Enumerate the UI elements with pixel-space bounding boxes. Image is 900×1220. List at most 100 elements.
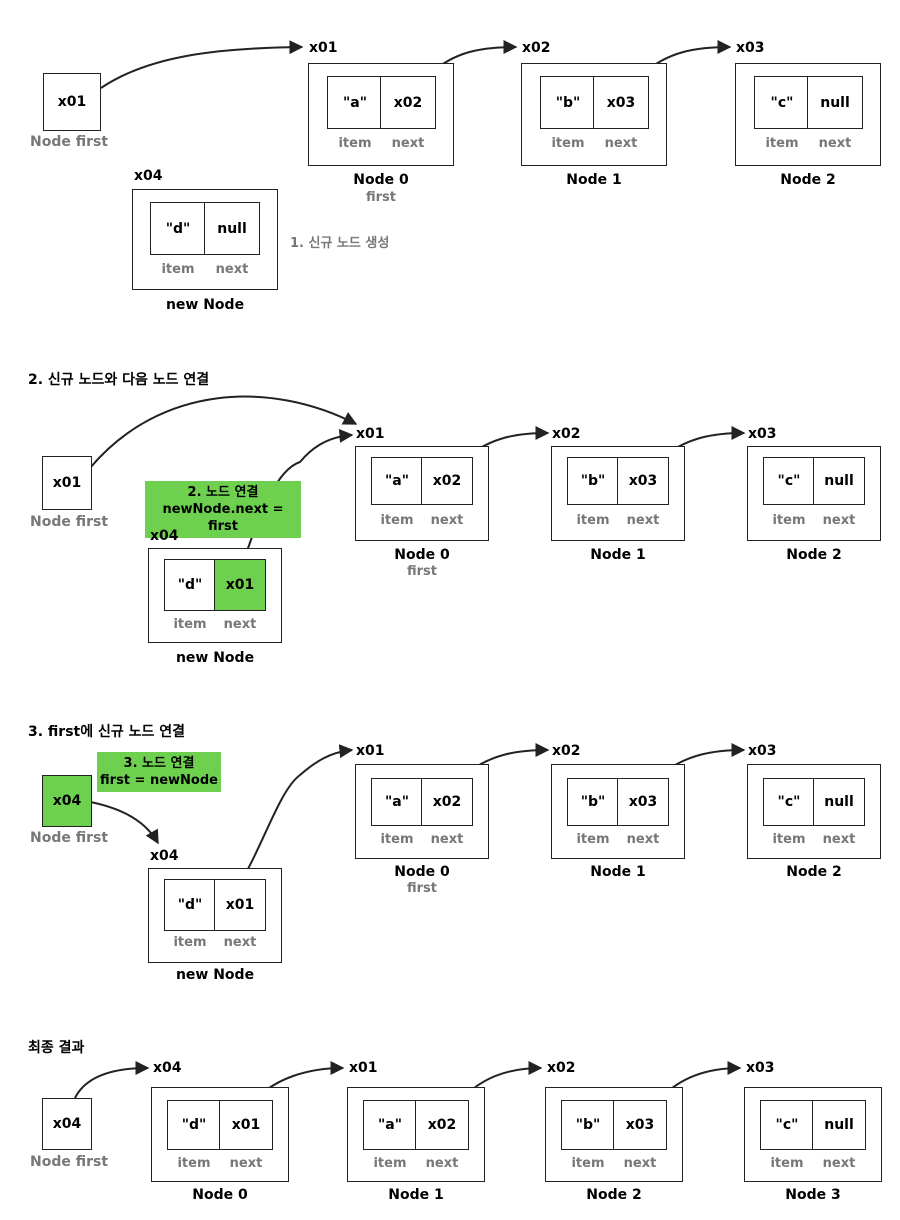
item-label: item bbox=[571, 1156, 605, 1171]
step3-note: 3. 노드 연결 first = newNode bbox=[97, 752, 221, 792]
node2-name: Node 2 bbox=[786, 864, 842, 880]
item-label: item bbox=[338, 136, 372, 151]
next-label: next bbox=[604, 136, 638, 151]
next-label: next bbox=[626, 832, 660, 847]
item-label: item bbox=[772, 513, 806, 528]
n0-box: "d" x01 item next bbox=[151, 1087, 289, 1182]
step2-title: 2. 신규 노드와 다음 노드 연결 bbox=[28, 372, 210, 388]
next-label: next bbox=[626, 513, 660, 528]
newnode-address: x04 bbox=[150, 528, 179, 544]
node0-box: "a" x02 item next bbox=[355, 764, 489, 859]
item-cell: "a" bbox=[371, 778, 423, 826]
item-cell: "b" bbox=[540, 76, 596, 129]
next-cell: x02 bbox=[415, 1100, 469, 1150]
node2-name: Node 2 bbox=[780, 172, 836, 188]
node2-box: "c" null item next bbox=[735, 63, 881, 166]
next-label: next bbox=[425, 1156, 459, 1171]
item-label: item bbox=[551, 136, 585, 151]
node0-name: Node 0 bbox=[353, 172, 409, 188]
node2-address: x03 bbox=[748, 743, 777, 759]
next-label: next bbox=[822, 1156, 856, 1171]
next-label: next bbox=[430, 832, 464, 847]
next-cell: x02 bbox=[421, 778, 473, 826]
newnode-name: new Node bbox=[175, 650, 255, 666]
node1-name: Node 1 bbox=[566, 172, 622, 188]
newnode-address: x04 bbox=[134, 168, 163, 184]
item-label: item bbox=[161, 262, 195, 277]
arrow-first-to-n0 bbox=[74, 1061, 150, 1099]
next-cell-highlighted: x01 bbox=[214, 559, 266, 611]
node2-address: x03 bbox=[736, 40, 765, 56]
node1-address: x02 bbox=[522, 40, 551, 56]
item-cell: "d" bbox=[150, 202, 206, 255]
item-cell: "a" bbox=[363, 1100, 417, 1150]
item-label: item bbox=[380, 513, 414, 528]
next-label: next bbox=[391, 136, 425, 151]
item-label: item bbox=[576, 513, 610, 528]
next-cell: x01 bbox=[219, 1100, 273, 1150]
node0-name: Node 0 bbox=[394, 864, 450, 880]
node1-address: x02 bbox=[552, 743, 581, 759]
node0-address: x01 bbox=[356, 743, 385, 759]
next-label: next bbox=[215, 262, 249, 277]
n2-address: x02 bbox=[547, 1060, 576, 1076]
n1-address: x01 bbox=[349, 1060, 378, 1076]
item-label: item bbox=[576, 832, 610, 847]
node0-box: "a" x02 item next bbox=[355, 446, 489, 541]
next-cell: null bbox=[204, 202, 260, 255]
n0-name: Node 0 bbox=[192, 1187, 248, 1203]
n3-address: x03 bbox=[746, 1060, 775, 1076]
item-cell: "d" bbox=[167, 1100, 221, 1150]
node-first-label: Node first bbox=[30, 134, 109, 150]
item-cell: "c" bbox=[760, 1100, 814, 1150]
next-cell: x03 bbox=[617, 457, 669, 505]
next-cell: x02 bbox=[380, 76, 436, 129]
node0-address: x01 bbox=[309, 40, 338, 56]
node0-address: x01 bbox=[356, 426, 385, 442]
newnode-box: "d" null item next bbox=[132, 189, 278, 290]
node-first-label: Node first bbox=[30, 830, 109, 846]
node1-name: Node 1 bbox=[590, 864, 646, 880]
item-cell: "b" bbox=[567, 778, 619, 826]
first-pointer-box: x01 bbox=[43, 73, 101, 131]
arrow-newnode-to-node0 bbox=[241, 744, 354, 881]
next-cell: x03 bbox=[617, 778, 669, 826]
newnode-name: new Node bbox=[175, 967, 255, 983]
newnode-box: "d" x01 item next bbox=[148, 868, 282, 963]
item-cell: "c" bbox=[754, 76, 810, 129]
next-cell: null bbox=[813, 457, 865, 505]
item-label: item bbox=[373, 1156, 407, 1171]
node1-box: "b" x03 item next bbox=[551, 446, 685, 541]
newnode-name: new Node bbox=[165, 297, 245, 313]
item-cell: "b" bbox=[561, 1100, 615, 1150]
first-pointer-box: x04 bbox=[42, 1098, 92, 1150]
item-label: item bbox=[173, 935, 207, 950]
node0-box: "a" x02 item next bbox=[308, 63, 454, 166]
node0-name: Node 0 bbox=[394, 547, 450, 563]
step1-note: 1. 신규 노드 생성 bbox=[290, 236, 390, 251]
item-cell: "d" bbox=[164, 879, 216, 931]
n1-name: Node 1 bbox=[388, 1187, 444, 1203]
step2-note: 2. 노드 연결 newNode.next = first bbox=[145, 481, 301, 538]
newnode-box: "d" x01 item next bbox=[148, 548, 282, 643]
item-cell: "a" bbox=[371, 457, 423, 505]
node1-box: "b" x03 item next bbox=[551, 764, 685, 859]
next-label: next bbox=[623, 1156, 657, 1171]
final-title: 최종 결과 bbox=[28, 1040, 85, 1056]
next-label: next bbox=[223, 935, 257, 950]
item-cell: "c" bbox=[763, 778, 815, 826]
item-cell: "b" bbox=[567, 457, 619, 505]
node2-box: "c" null item next bbox=[747, 764, 881, 859]
n2-box: "b" x03 item next bbox=[545, 1087, 683, 1182]
next-label: next bbox=[229, 1156, 263, 1171]
node0-first-tag: first bbox=[407, 564, 437, 579]
next-cell: x03 bbox=[593, 76, 649, 129]
arrow-first-to-node0 bbox=[100, 40, 304, 89]
node1-name: Node 1 bbox=[590, 547, 646, 563]
first-pointer-box-highlighted: x04 bbox=[42, 775, 92, 827]
item-label: item bbox=[765, 136, 799, 151]
node-first-label: Node first bbox=[30, 1154, 109, 1170]
newnode-address: x04 bbox=[150, 848, 179, 864]
next-label: next bbox=[430, 513, 464, 528]
first-pointer-box: x01 bbox=[42, 456, 92, 510]
